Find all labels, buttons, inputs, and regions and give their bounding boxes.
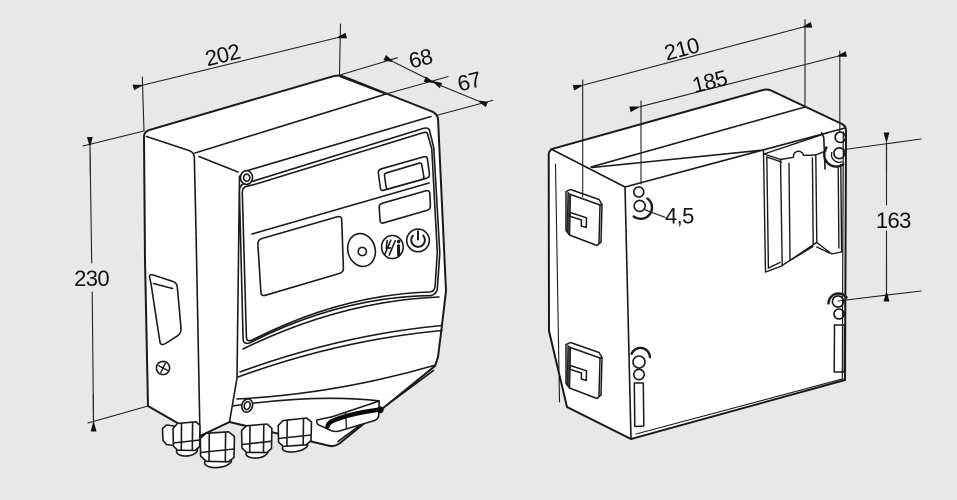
svg-text:230: 230 <box>74 266 109 291</box>
svg-text:163: 163 <box>876 208 911 233</box>
svg-text:4,5: 4,5 <box>665 204 694 229</box>
